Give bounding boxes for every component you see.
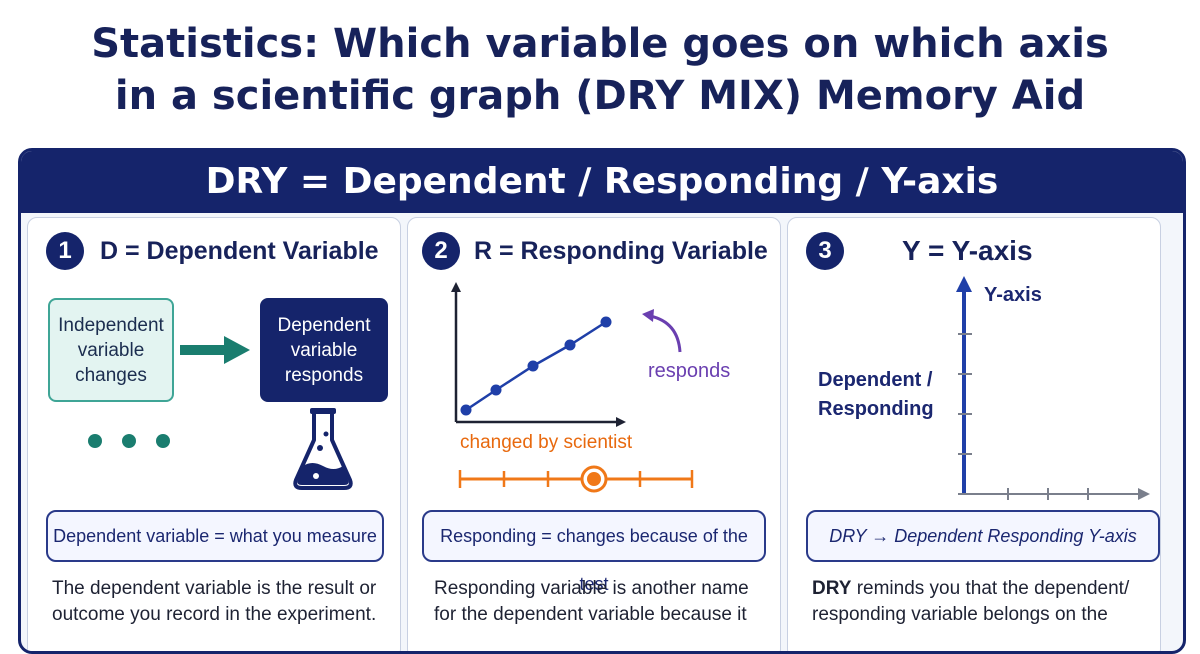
step-number-1: 1 bbox=[46, 232, 84, 270]
data-point bbox=[527, 360, 539, 372]
arrow-right-icon bbox=[180, 336, 250, 364]
independent-box: Independent variable changes bbox=[48, 298, 174, 402]
curved-arrow-icon bbox=[642, 309, 682, 353]
data-point bbox=[460, 404, 472, 416]
data-point bbox=[600, 316, 612, 328]
step-number-3: 3 bbox=[806, 232, 844, 270]
dependent-box-label: Dependent variable responds bbox=[277, 314, 371, 386]
y-axis-paragraph-text: reminds you that the dependent/ respondi… bbox=[812, 578, 1130, 625]
dependent-paragraph: The dependent variable is the result or … bbox=[52, 578, 377, 625]
column-heading-y-axis: Y = Y-axis bbox=[902, 235, 1033, 266]
data-point bbox=[490, 384, 502, 396]
dot-icon bbox=[88, 434, 102, 448]
slider-icon bbox=[458, 465, 694, 493]
main-panel: DRY = Dependent / Responding / Y-axis 1 … bbox=[18, 148, 1186, 654]
column-heading-responding: R = Responding Variable bbox=[474, 237, 768, 265]
changed-by-scientist-label: changed by scientist bbox=[460, 432, 633, 453]
independent-box-label: Independent variable changes bbox=[58, 314, 164, 386]
dry-banner: DRY = Dependent / Responding / Y-axis bbox=[21, 151, 1183, 213]
responding-line-graph bbox=[451, 282, 626, 427]
dry-bold-word: DRY bbox=[812, 578, 852, 599]
title-line-1: Statistics: Which variable goes on which… bbox=[91, 21, 1109, 67]
data-point bbox=[564, 339, 576, 351]
dependent-definition-pill: Dependent variable = what you measure bbox=[46, 510, 384, 562]
y-axis-paragraph: DRY reminds you that the dependent/ resp… bbox=[812, 576, 1152, 628]
dependent-box: Dependent variable responds bbox=[260, 298, 388, 402]
column-y-axis: 3 Y = Y-axis Y-axis Dependent / Respondi… bbox=[787, 217, 1161, 651]
dry-summary-pill: DRY → Dependent Responding Y-axis bbox=[806, 510, 1160, 562]
page-title: Statistics: Which variable goes on which… bbox=[0, 18, 1200, 122]
dot-icon bbox=[156, 434, 170, 448]
y-axis-label: Y-axis bbox=[984, 284, 1042, 306]
side-label-line-2: Responding bbox=[818, 398, 934, 420]
step-number-2: 2 bbox=[422, 232, 460, 270]
dot-icon bbox=[122, 434, 136, 448]
responding-definition-pill: Responding = changes because of the test bbox=[422, 510, 766, 594]
y-axis-diagram bbox=[956, 276, 1150, 500]
column-responding: 2 R = Responding Variable responds chang… bbox=[407, 217, 781, 651]
responds-label: responds bbox=[648, 360, 731, 382]
responding-paragraph: Responding variable is another name for … bbox=[434, 578, 749, 625]
column-heading-dependent: D = Dependent Variable bbox=[100, 237, 379, 265]
side-label-line-1: Dependent / bbox=[818, 369, 933, 391]
dependent-responding-label: Dependent / Responding bbox=[818, 366, 934, 424]
title-line-2: in a scientific graph (DRY MIX) Memory A… bbox=[114, 73, 1086, 119]
flask-icon bbox=[293, 408, 353, 490]
column-dependent: 1 D = Dependent Variable Independent var… bbox=[27, 217, 401, 651]
